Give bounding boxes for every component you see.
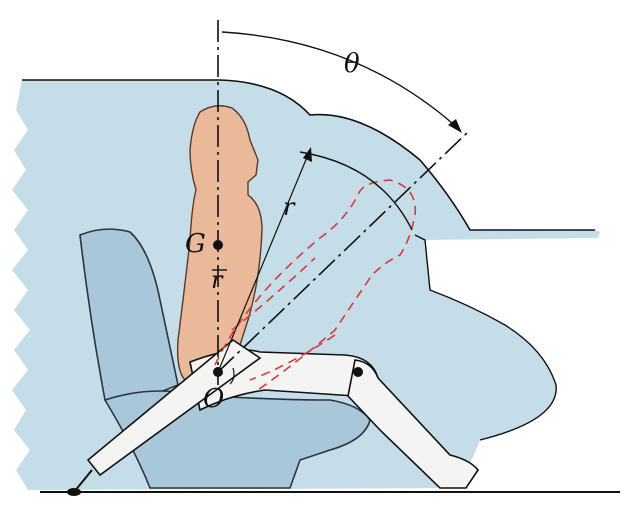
radius-arc <box>299 151 413 231</box>
label-rbar: r <box>211 266 224 294</box>
point-G <box>213 240 223 250</box>
knee-joint <box>353 367 363 377</box>
rotated-reference-line <box>217 129 471 373</box>
radius-r-line <box>217 149 311 373</box>
car-outline <box>22 79 595 231</box>
angle-mark-at-O <box>229 367 235 385</box>
theta-arrowhead <box>448 119 462 133</box>
theta-arc <box>221 31 461 131</box>
forward-legs-dashed <box>231 257 336 381</box>
radius-r-arrowhead <box>303 147 312 162</box>
label-theta: θ <box>344 49 360 79</box>
forward-body-dashed <box>214 179 417 391</box>
label-r: r <box>283 193 296 221</box>
belt-anchor <box>67 488 81 496</box>
label-O: O <box>203 384 224 414</box>
lower-leg <box>347 359 479 489</box>
seat-back <box>79 228 179 401</box>
label-G: G <box>185 229 206 259</box>
dashboard-outline <box>414 234 557 441</box>
belt-anchor-tether <box>73 469 93 493</box>
point-O <box>213 367 223 377</box>
